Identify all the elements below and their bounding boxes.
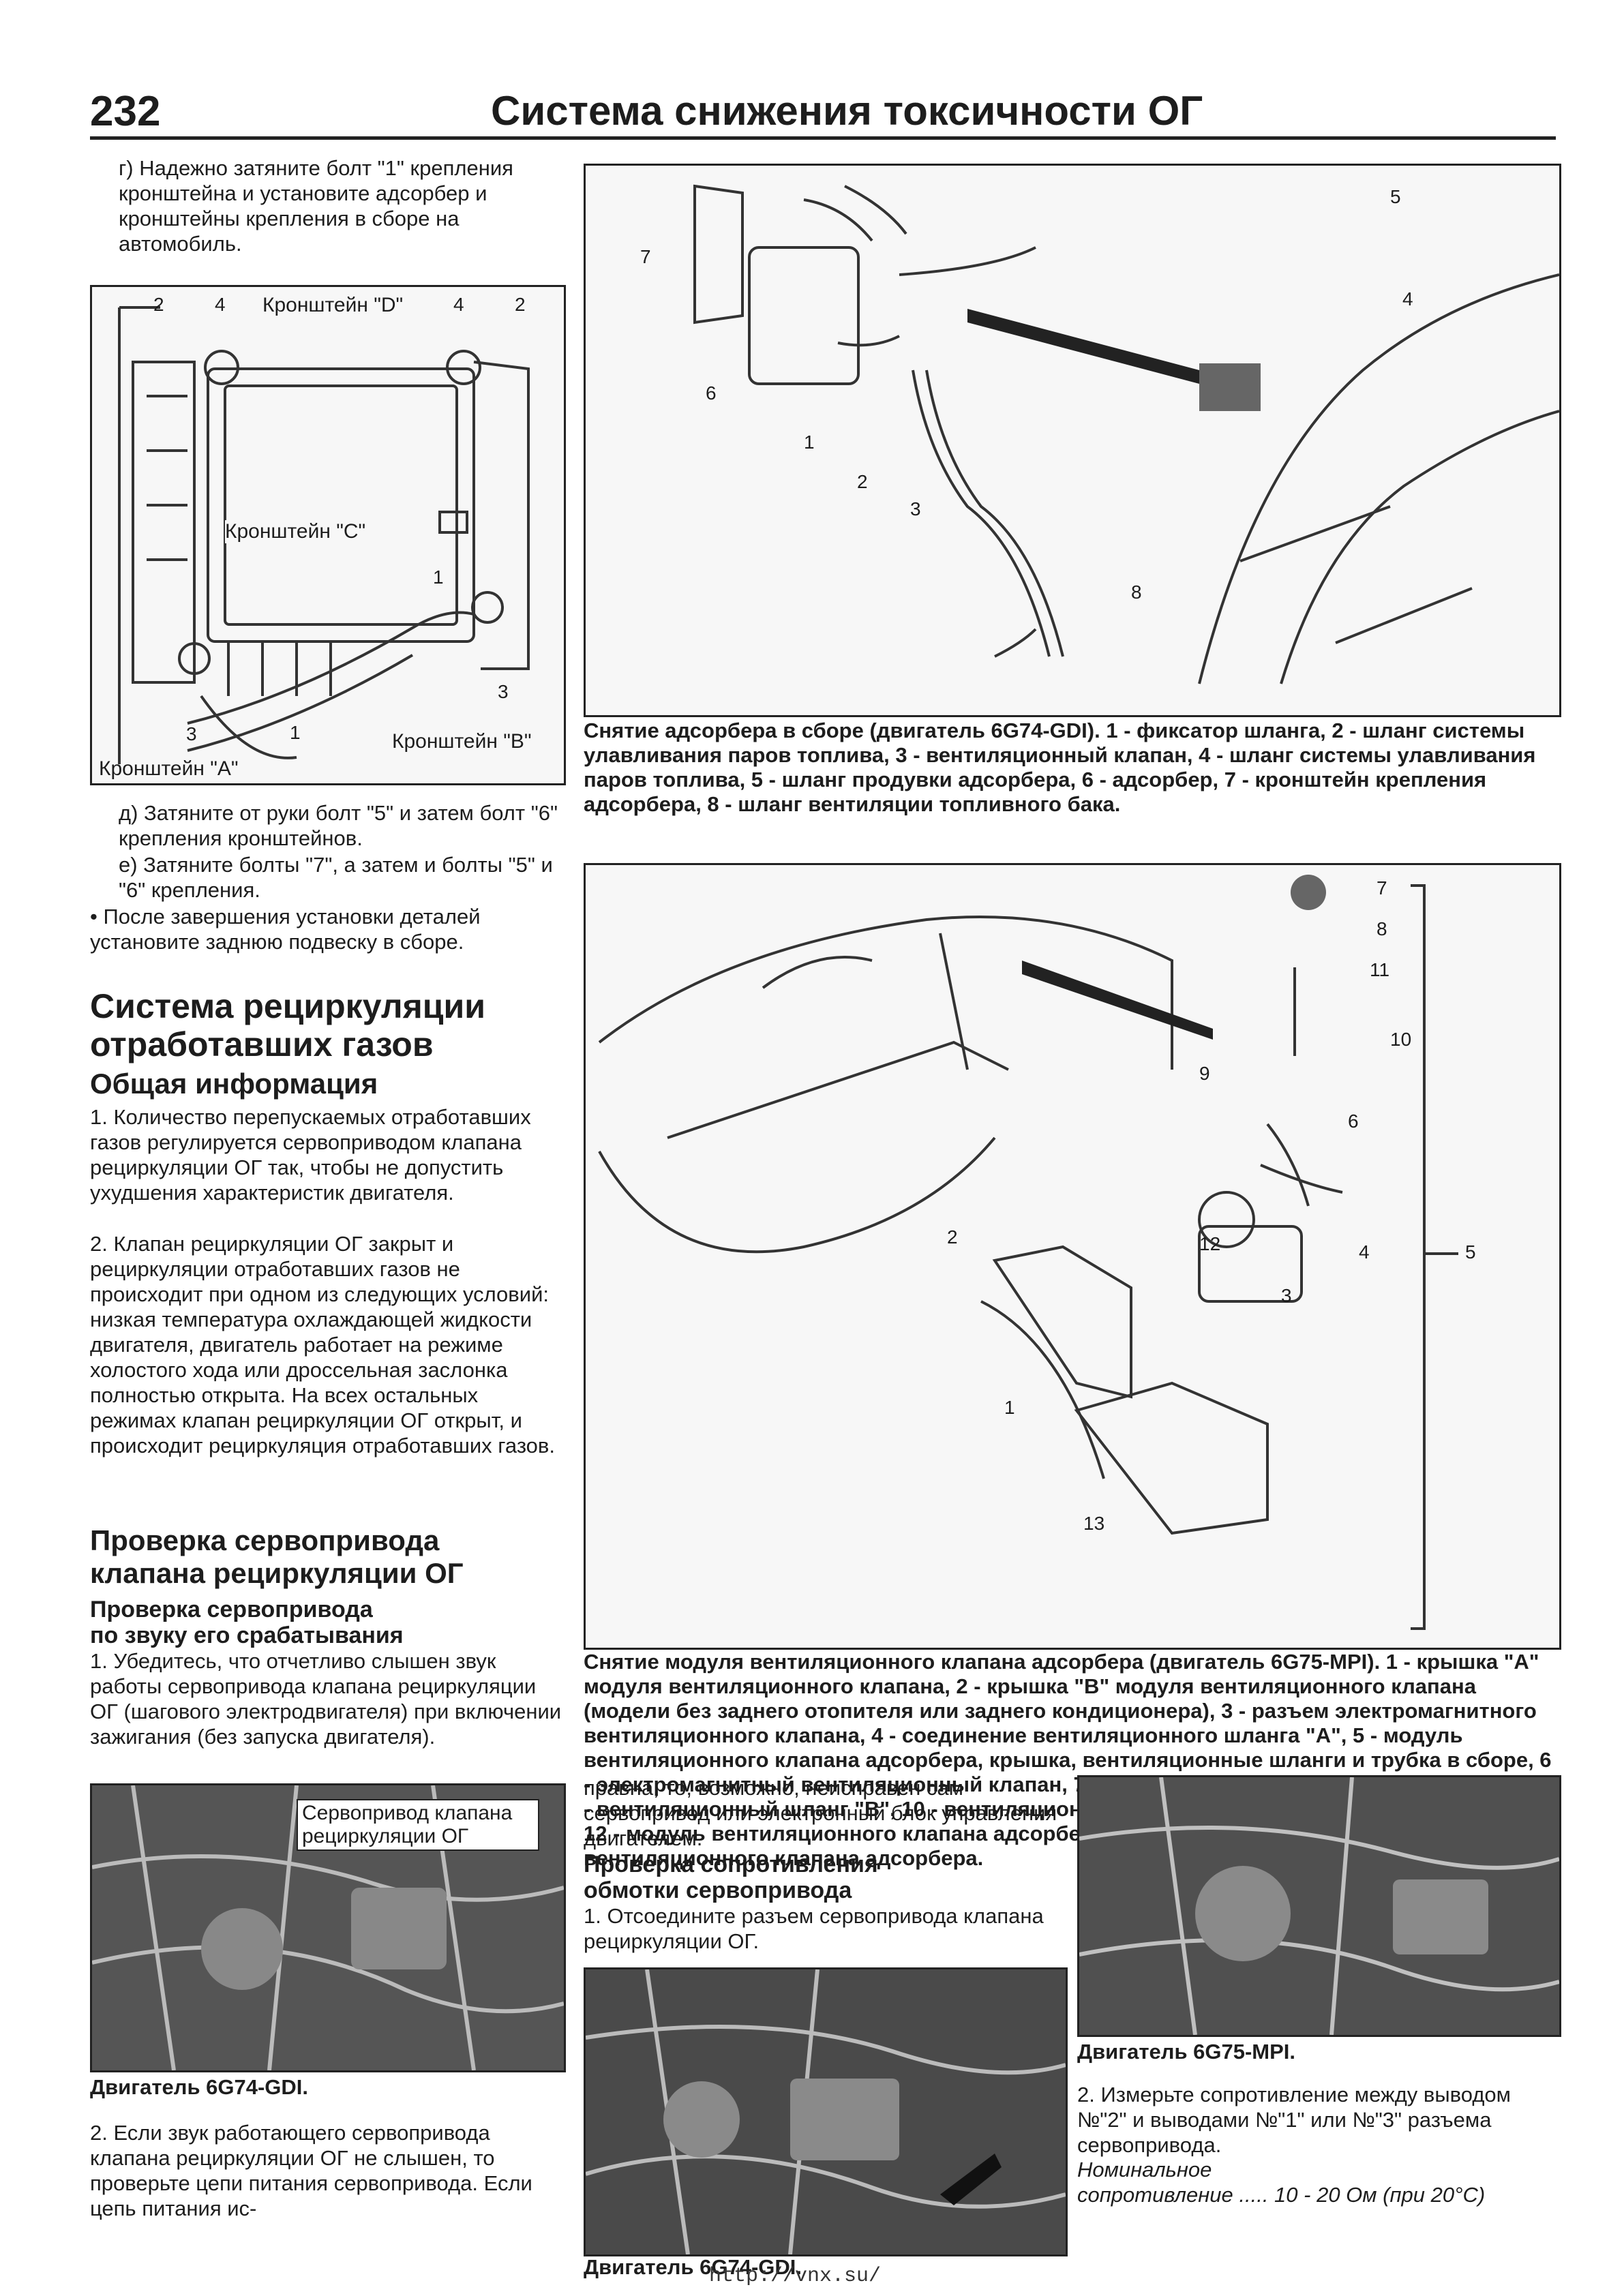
label-bracket-c: Кронштейн "C" <box>225 520 366 543</box>
fig3-callout-8: 8 <box>1377 918 1387 939</box>
para-1: 1. Количество перепускаемых отработавших… <box>90 1105 531 1205</box>
mid-subtitle-line-2: обмотки сервопривода <box>584 1877 852 1903</box>
check-title: Проверка сервопривода клапана рециркуляц… <box>90 1524 567 1590</box>
callout-1a: 1 <box>433 567 444 588</box>
photo-label-servo: Сервопривод клапана рециркуляции ОГ <box>297 1799 539 1851</box>
page-title: Система снижения токсичности ОГ <box>491 88 1203 134</box>
fig2-callout-6: 6 <box>706 382 717 404</box>
page-number: 232 <box>90 88 161 135</box>
section-title: Система рециркуляции отработавших газов <box>90 987 567 1063</box>
label-bracket-b: Кронштейн "B" <box>392 730 532 753</box>
mid-photo-caption: Двигатель 6G74-GDI. <box>584 2255 802 2279</box>
footer-url[interactable]: http://vnx.su/ <box>709 2265 882 2288</box>
check-subtitle-line-2: по звуку его срабатывания <box>90 1622 404 1648</box>
engine-photo-6g75 <box>1077 1775 1561 2037</box>
check-subtitle-line-1: Проверка сервопривода <box>90 1597 373 1622</box>
section-title-line-2: отработавших газов <box>90 1025 434 1063</box>
nominal-line-2: сопротивление ..... 10 - 20 Ом (при 20°С… <box>1077 2183 1486 2207</box>
check-para: 1. Убедитесь, что отчетливо слышен звук … <box>90 1649 562 1749</box>
right-photo-caption: Двигатель 6G75-MPI. <box>1077 2040 1296 2064</box>
callout-2a: 2 <box>153 294 164 315</box>
fig3-callout-2: 2 <box>947 1226 958 1248</box>
callout-4a: 4 <box>215 294 226 315</box>
engine-photo-6g74-mid <box>584 1967 1068 2256</box>
sub-title-general: Общая информация <box>90 1068 378 1100</box>
check-subtitle: Проверка сервопривода по звуку его сраба… <box>90 1597 567 1648</box>
step-d: д) Затяните от руки болт "5" и затем бол… <box>119 801 558 850</box>
check-title-line-1: Проверка сервопривода <box>90 1524 440 1556</box>
fig2-callout-7: 7 <box>640 246 651 267</box>
fig3-callout-6: 6 <box>1348 1111 1359 1132</box>
fig3-callout-10: 10 <box>1390 1029 1412 1050</box>
fig2-callout-2: 2 <box>857 471 868 492</box>
engine-photo-6g74-left: Сервопривод клапана рециркуляции ОГ <box>90 1783 566 2072</box>
bracket-diagram: 2 4 Кронштейн "D" 4 2 Кронштейн "C" 1 3 … <box>90 285 566 785</box>
fig2-callout-4: 4 <box>1402 288 1413 309</box>
callout-1b: 1 <box>290 722 301 743</box>
label-bracket-d: Кронштейн "D" <box>262 294 404 316</box>
photo1-caption: Двигатель 6G74-GDI. <box>90 2075 309 2099</box>
mid-para: 1. Отсоедините разъем сервопривода клапа… <box>584 1904 1044 1953</box>
fig2-callout-1: 1 <box>804 432 815 453</box>
fig3-callout-5: 5 <box>1465 1241 1476 1263</box>
mid-subtitle-line-1: Проверка сопротивления <box>584 1852 878 1877</box>
bracket-drawing <box>118 306 530 764</box>
step-g: г) Надежно затяните болт "1" крепления к… <box>119 156 513 256</box>
para-2: 2. Клапан рециркуляции ОГ закрыт и рецир… <box>90 1232 555 1457</box>
callout-3a: 3 <box>498 681 509 702</box>
adsorber-diagram: 5 4 7 6 1 2 3 8 <box>584 164 1561 717</box>
check-title-line-2: клапана рециркуляции ОГ <box>90 1557 464 1589</box>
bullet-note: • После завершения установки деталей уст… <box>90 905 481 954</box>
mid-para-cont: правна, то, возможно, неисправен сам сер… <box>584 1776 1057 1850</box>
callout-2b: 2 <box>515 294 526 315</box>
fig3-callout-1: 1 <box>1004 1397 1015 1418</box>
header-rule <box>90 136 1556 140</box>
right-para: 2. Измерьте сопротивление между выводом … <box>1077 2083 1511 2157</box>
fig3-callout-7: 7 <box>1377 877 1387 898</box>
nominal-resistance: Номинальное сопротивление ..... 10 - 20 … <box>1077 2157 1557 2207</box>
vent-valve-diagram: 7 8 11 10 9 6 5 4 3 12 2 1 13 <box>584 863 1561 1650</box>
callout-3b: 3 <box>186 723 197 744</box>
para-bottom: 2. Если звук работающего сервопривода кл… <box>90 2121 532 2220</box>
label-bracket-a: Кронштейн "A" <box>99 757 239 780</box>
mid-subtitle: Проверка сопротивления обмотки сервоприв… <box>584 1852 1061 1903</box>
fig2-callout-8: 8 <box>1131 581 1142 603</box>
fig2-callout-5: 5 <box>1390 186 1401 207</box>
callout-4b: 4 <box>453 294 464 315</box>
fig3-callout-3: 3 <box>1281 1285 1292 1306</box>
fig3-callout-11: 11 <box>1370 959 1390 980</box>
step-e: е) Затяните болты "7", а затем и болты "… <box>119 853 553 902</box>
fig2-callout-3: 3 <box>910 498 921 519</box>
nominal-line-1: Номинальное <box>1077 2158 1212 2181</box>
fig3-callout-13: 13 <box>1083 1513 1105 1534</box>
section-title-line-1: Система рециркуляции <box>90 987 486 1025</box>
fig3-callout-12: 12 <box>1199 1233 1221 1254</box>
fig3-callout-9: 9 <box>1199 1063 1210 1084</box>
fig3-callout-4: 4 <box>1359 1241 1370 1263</box>
fig2-caption: Снятие адсорбера в сборе (двигатель 6G74… <box>584 719 1536 816</box>
